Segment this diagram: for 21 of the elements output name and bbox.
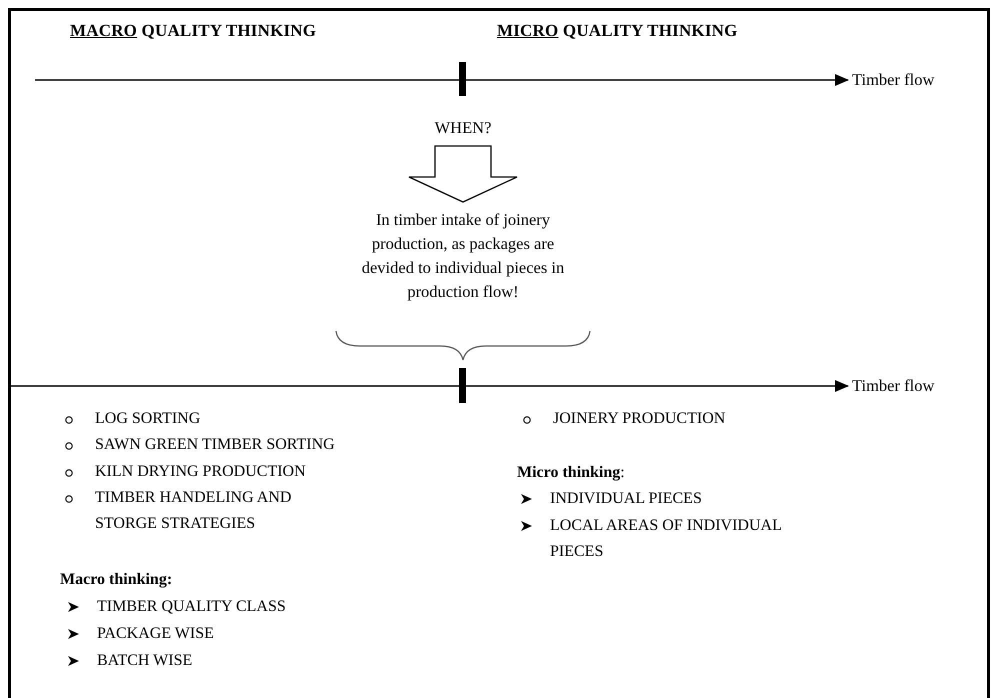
list-item: LOG SORTING [95,409,202,429]
list-item: TIMBER QUALITY CLASS [97,597,287,617]
list-item: LOCAL AREAS OF INDIVIDUAL PIECES [550,516,782,562]
explanation-text: In timber intake of joinery production, as packages are devided to individual pieces in production flow! [348,208,578,304]
list-item: TIMBER HANDELING AND STORGE STRATEGIES [95,488,292,534]
timeline-arrow [35,74,849,86]
list-item: KILN DRYING PRODUCTION [95,462,307,482]
list-item: BATCH WISE [97,651,194,671]
column-heading: MICRO QUALITY THINKING [497,20,738,42]
section-heading: Macro thinking: [60,570,174,590]
list-item: INDIVIDUAL PIECES [550,489,703,509]
flow-label: Timber flow [852,374,987,398]
block-arrow [408,145,518,203]
question-text: WHEN? [420,116,506,140]
list-item: PACKAGE WISE [97,624,215,644]
section-heading: Micro thinking: [517,463,626,483]
flow-label: Timber flow [852,68,987,92]
column-heading: MACRO QUALITY THINKING [70,20,316,42]
list-item: JOINERY PRODUCTION [553,409,726,429]
list-item: SAWN GREEN TIMBER SORTING [95,435,336,455]
timeline-arrow [8,380,849,392]
